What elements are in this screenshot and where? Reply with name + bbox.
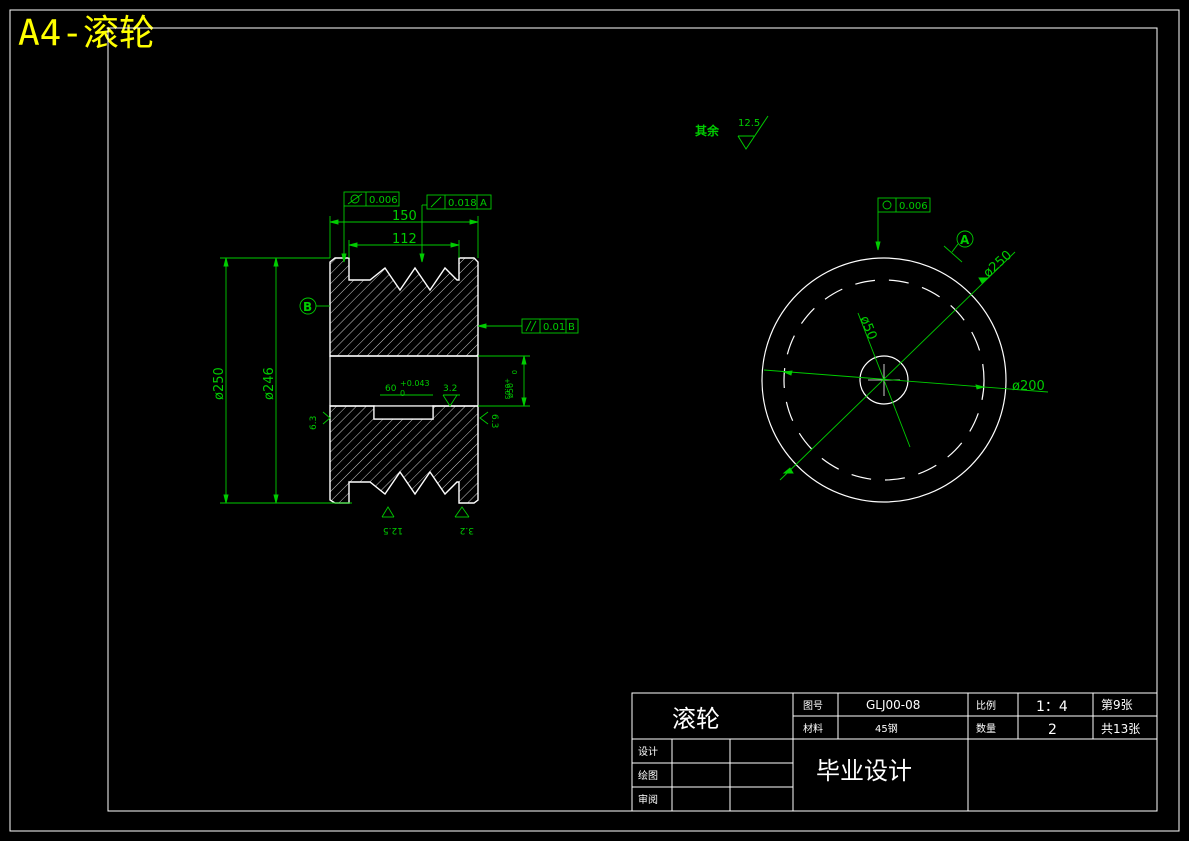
dim-key-tol-low: 0: [400, 389, 405, 398]
dim-dia-outer: ø250: [212, 367, 227, 400]
side-pitch-circle: [783, 279, 985, 481]
side-outer-circle: [761, 257, 1007, 503]
tb-drawing-no: GLJ00-08: [866, 698, 920, 712]
tb-review-label: 审阅: [638, 793, 658, 806]
datum-b-label: B: [303, 300, 312, 314]
roughness-right: 6.3: [489, 414, 499, 428]
gdt-runout-datum: A: [480, 198, 487, 209]
front-view-roughness: [322, 394, 489, 518]
dim-bore-tol-low: 0: [510, 370, 518, 374]
tb-qty-label: 数量: [976, 722, 996, 735]
roughness-symbol: [737, 115, 769, 150]
gdt-circularity-frame: [875, 197, 931, 251]
dim-dia-root: ø246: [262, 367, 277, 400]
outer-frame: [9, 9, 1180, 832]
sheet-heading: A4-滚轮: [18, 13, 156, 54]
tb-draw-label: 绘图: [638, 769, 658, 782]
tb-material: 45钢: [875, 722, 898, 735]
tb-total-sheets: 共13张: [1101, 722, 1140, 736]
gdt-circularity-value: 0.006: [899, 201, 928, 212]
tb-qty: 2: [1048, 722, 1057, 738]
side-dim-bore: ø50: [856, 314, 879, 342]
lower-section-body: [329, 405, 479, 504]
general-roughness-note: 其余 12.5: [695, 115, 769, 150]
datum-a-marker: [943, 230, 974, 263]
side-dim-outer: ø250: [981, 248, 1015, 281]
tb-drawing-no-label: 图号: [803, 700, 823, 712]
front-section-view: [329, 257, 479, 504]
title-block: [631, 692, 1158, 812]
roughness-note-label: 其余: [695, 123, 720, 138]
dim-width-inner: 112: [392, 232, 417, 247]
dim-bore-tol: +0.03: [503, 378, 511, 399]
gdt-cylindricity-value: 0.006: [369, 195, 398, 206]
roughness-bottom-left: 12.5: [383, 525, 403, 535]
front-view-dim-text: 150 112 ø250 ø246 ø50 +0.03 0 60 +0.043 …: [212, 209, 518, 400]
side-view-dim-text: ø250 ø50 ø200: [856, 248, 1044, 394]
roughness-bottom-right: 3.2: [460, 525, 474, 535]
side-view-dimensions: [763, 251, 1049, 481]
tb-sheet: 第9张: [1101, 698, 1133, 712]
keyway: [373, 405, 434, 420]
dim-width-total: 150: [392, 209, 417, 224]
roughness-note-value: 12.5: [738, 118, 760, 129]
dim-key-tol: +0.043: [400, 379, 430, 388]
front-view-roughness-text: 3.2 6.3 6.3 12.5 3.2: [309, 384, 499, 535]
title-block-text: 滚轮 图号 GLJ00-08 比例 1：4 第9张 材料 45钢 数量 2 共1…: [638, 698, 1140, 806]
tb-material-label: 材料: [803, 722, 823, 735]
tb-scale: 1：4: [1036, 699, 1068, 715]
front-view-dimensions: [220, 205, 530, 504]
upper-section-body: [329, 257, 479, 357]
gdt-parallel-value: 0.01: [543, 322, 565, 333]
side-view: [761, 257, 1007, 503]
side-dim-pcd: ø200: [1012, 379, 1045, 394]
gdt-parallel-frame: [477, 318, 579, 334]
gdt-parallel-datum: B: [568, 322, 575, 333]
tb-design-label: 设计: [638, 745, 658, 758]
side-bore-circle: [859, 355, 909, 405]
gdt-runout-frame: [422, 194, 492, 210]
tb-project: 毕业设计: [816, 757, 912, 785]
tb-part-name: 滚轮: [672, 705, 720, 733]
roughness-left: 6.3: [309, 416, 319, 430]
gdt-runout-value: 0.018: [448, 198, 477, 209]
roughness-bore: 3.2: [443, 384, 457, 394]
gdt-cylindricity-frame: [341, 191, 400, 263]
dim-key-width: 60: [385, 384, 397, 394]
datum-b-marker: [299, 297, 330, 315]
datum-a-label: A: [960, 233, 970, 247]
dim-bore: ø50: [506, 383, 515, 398]
tb-scale-label: 比例: [976, 699, 996, 712]
